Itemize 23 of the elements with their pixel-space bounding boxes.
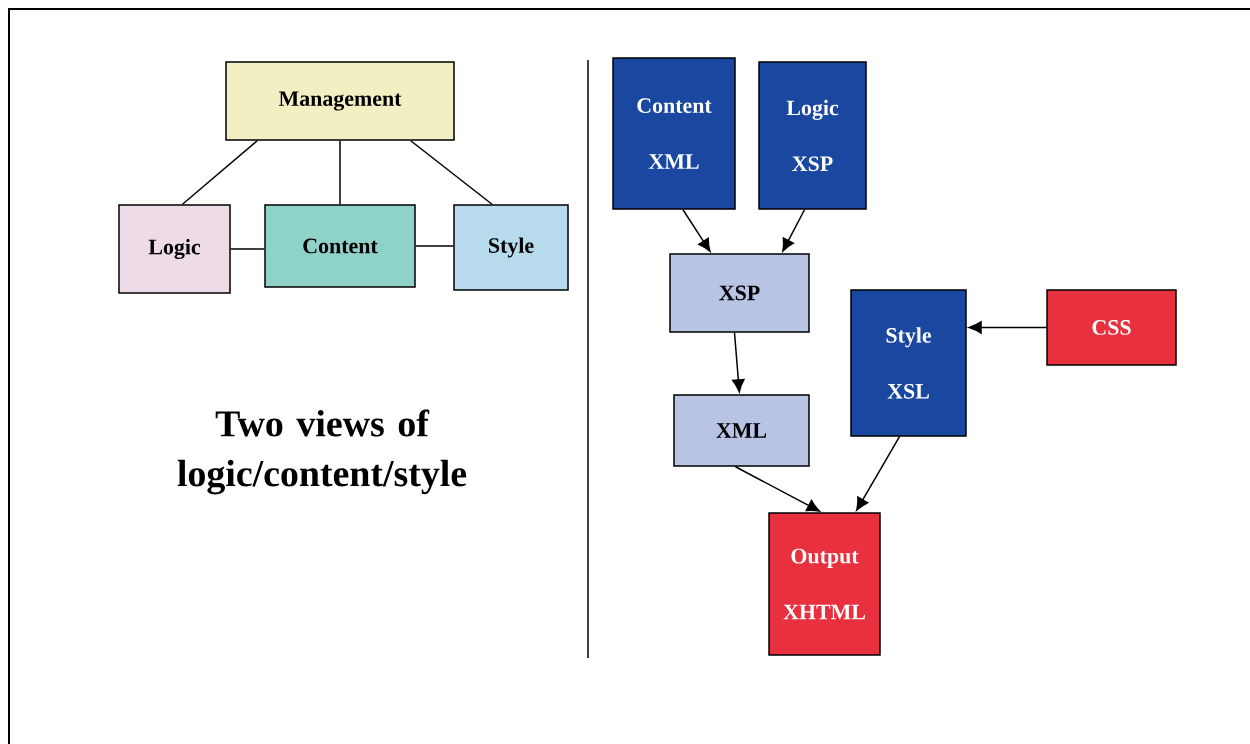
connector-line: [410, 140, 493, 205]
process-box: XML: [673, 394, 810, 467]
arrow: [782, 209, 806, 252]
connector-line: [230, 248, 265, 250]
process-box: Content XML: [612, 57, 736, 210]
process-box: Content: [264, 204, 416, 288]
arrow: [856, 436, 901, 511]
process-box: Logic: [118, 204, 231, 294]
title: Two views of logic/content/style: [177, 409, 467, 495]
connector-line: [339, 140, 341, 205]
process-box: Logic XSP: [758, 61, 867, 210]
process-box: Management: [225, 61, 455, 141]
process-box: CSS: [1046, 289, 1177, 366]
process-box: Style XSL: [850, 289, 967, 437]
arrow: [968, 321, 1047, 334]
process-box: Style: [453, 204, 569, 291]
connector-line: [181, 140, 258, 205]
arrow: [734, 466, 820, 512]
arrow: [682, 209, 711, 252]
process-box: XSP: [669, 253, 810, 333]
connector-line: [415, 245, 454, 247]
arrow: [732, 332, 745, 393]
process-box: Output XHTML: [768, 512, 881, 656]
